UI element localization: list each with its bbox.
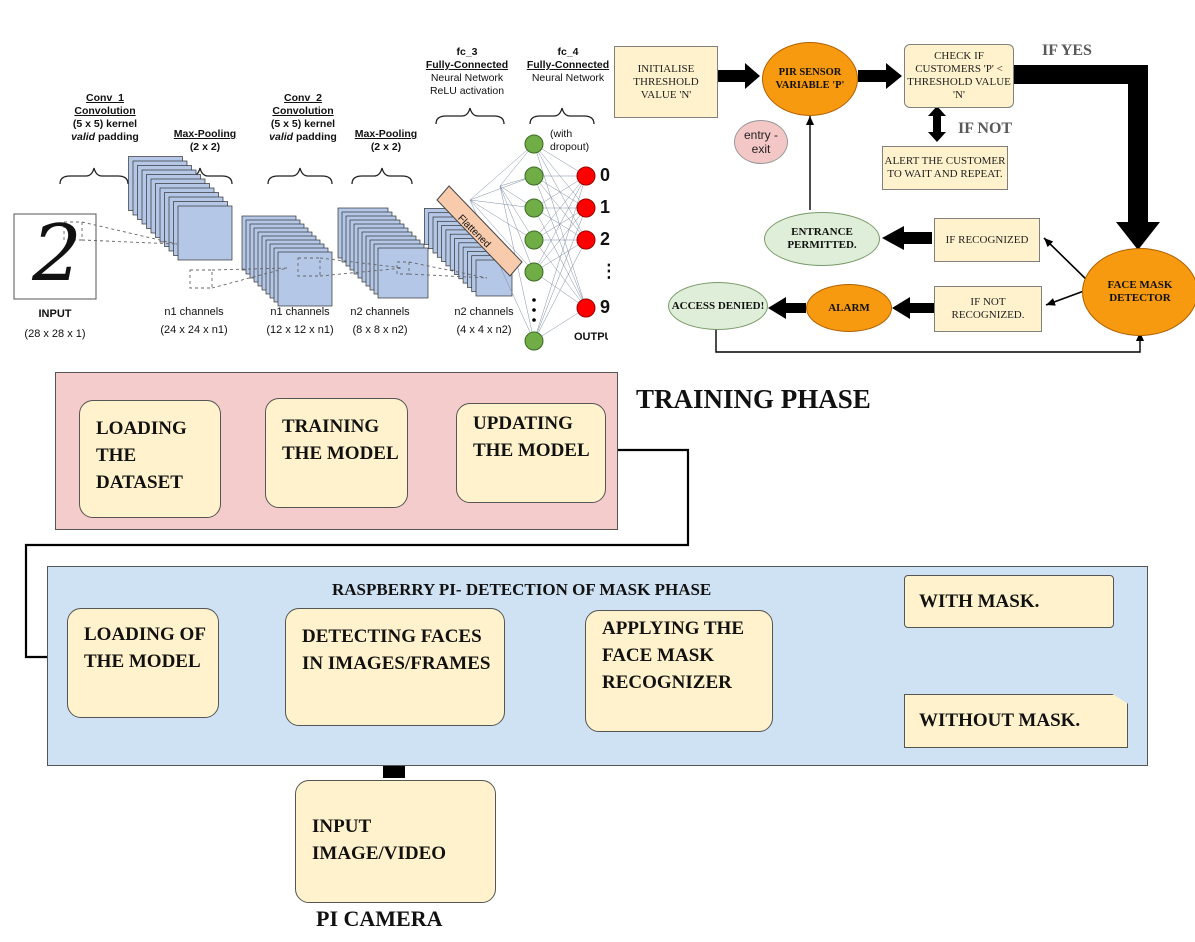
fc-connection: [533, 239, 587, 273]
fc-connection: [533, 239, 587, 342]
output-class-label: 1: [600, 197, 610, 217]
output-class-label: 0: [600, 165, 610, 185]
fc-connection: [533, 207, 587, 273]
output-class-label: 2: [600, 229, 610, 249]
fc3-label: fc_3 Fully-Connected Neural Network ReLU…: [425, 46, 509, 97]
input-dims: (28 x 28 x 1): [24, 328, 86, 340]
input-label: INPUT: [38, 308, 72, 320]
ch4-dims: (4 x 4 x n2): [456, 324, 512, 336]
ch3-dims: (8 x 8 x n2): [352, 324, 408, 336]
alarm-node: ALARM: [806, 284, 892, 332]
detection-phase-title: RASPBERRY PI- DETECTION OF MASK PHASE: [332, 580, 712, 599]
hidden-node: [524, 331, 544, 351]
arrow-check-alert-double: [928, 106, 946, 142]
if-not-label: IF NOT: [958, 120, 1013, 137]
pool1-label: Max-Pooling (2 x 2): [173, 128, 237, 153]
conv2-label: Conv_2 Convolution (5 x 5) kernel valid …: [269, 92, 337, 143]
fc-connection: [533, 175, 587, 309]
output-node: [576, 230, 596, 250]
pi-camera-label: PI CAMERA: [316, 906, 443, 931]
entry-exit-callout: entry -exit: [734, 120, 788, 164]
arrow-alarm-to-denied: [768, 297, 806, 319]
output-node: [576, 298, 596, 318]
fc-connection: [469, 199, 535, 273]
fc4-label: fc_4 Fully-Connected Neural Network: [526, 46, 610, 84]
feature-map-layer: [377, 247, 429, 299]
fc-connection: [533, 175, 587, 241]
ellipsis-dot: [532, 298, 536, 302]
output-node: [576, 166, 596, 186]
arrow-recognized-to-entrance: [882, 226, 932, 250]
dropout-label: (with dropout): [550, 128, 590, 153]
access-denied-node: ACCESS DENIED!: [668, 282, 768, 330]
loading-dataset-box: LOADING THE DATASET: [79, 400, 221, 518]
conv1-label: Conv_1 Convolution (5 x 5) kernel valid …: [71, 92, 139, 143]
arrow-check-to-detector: [1014, 65, 1160, 250]
output-class-label: 9: [600, 297, 610, 317]
face-mask-detector-node: FACE MASK DETECTOR: [1082, 248, 1195, 336]
applying-recognizer-box: APPLYING THE FACE MASK RECOGNIZER: [585, 610, 773, 732]
ch2-dims: (12 x 12 x n1): [266, 324, 334, 336]
fc-connection: [499, 185, 535, 241]
arrow-init-to-pir: [718, 63, 760, 89]
feature-map-layer: [177, 205, 233, 261]
fc-connection: [533, 175, 587, 342]
ch4-name: n2 channels: [454, 306, 514, 318]
feature-map-stacks: [128, 156, 513, 307]
nn-nodes: [524, 134, 596, 351]
check-customers-box: CHECK IF CUSTOMERS 'P' < THRESHOLD VALUE…: [904, 44, 1014, 108]
fc-connection: [533, 175, 587, 209]
hidden-node: [524, 230, 544, 250]
updating-model-box: UPDATING THE MODEL: [456, 403, 606, 503]
fc-connection: [469, 143, 535, 201]
training-phase-title: TRAINING PHASE: [636, 384, 871, 414]
alert-customer-box: ALERT THE CUSTOMER TO WAIT AND REPEAT.: [882, 146, 1008, 190]
ch1-dims: (24 x 24 x n1): [160, 324, 228, 336]
pool2-label: Max-Pooling (2 x 2): [354, 128, 418, 153]
hidden-node: [524, 166, 544, 186]
hidden-node: [524, 134, 544, 154]
fc-connection: [533, 207, 587, 342]
fc-connection: [533, 175, 587, 273]
feature-map-layer: [277, 251, 333, 307]
ch1-name: n1 channels: [164, 306, 224, 318]
fc-connection: [533, 307, 587, 342]
receptive-field-lines: [63, 221, 488, 289]
if-recognized-box: IF RECOGNIZED: [934, 218, 1040, 262]
output-class-label: ⋮: [600, 261, 610, 281]
fc-connection: [469, 175, 535, 201]
loading-model-box: LOADING OF THE MODEL: [67, 608, 219, 718]
without-mask-box: WITHOUT MASK.: [904, 694, 1128, 748]
entrance-permitted-node: ENTRANCE PERMITTED.: [764, 212, 880, 266]
fc-connection: [533, 143, 587, 309]
flattened-bar: [436, 185, 523, 277]
ellipsis-dot: [532, 308, 536, 312]
arrow-pir-to-check: [858, 63, 902, 89]
if-not-recognized-box: IF NOT RECOGNIZED.: [934, 286, 1042, 332]
detecting-faces-box: DETECTING FACES IN IMAGES/FRAMES: [285, 608, 505, 726]
hidden-node: [524, 198, 544, 218]
connector-updating-to-loading-model: [24, 448, 690, 659]
fc-connection: [469, 199, 535, 209]
fc-connection: [469, 199, 535, 241]
output-node: [576, 198, 596, 218]
init-threshold-box: INITIALISE THRESHOLD VALUE 'N': [614, 46, 718, 118]
if-yes-label: IF YES: [1042, 42, 1092, 59]
fc-connection: [533, 143, 587, 177]
input-image-video-box: INPUT IMAGE/VIDEO: [295, 780, 496, 903]
input-digit: 2: [32, 209, 82, 299]
ellipsis-dot: [532, 318, 536, 322]
arrow-notrecognized-to-alarm: [892, 297, 934, 319]
hidden-node: [524, 262, 544, 282]
output-label: OUTPUT: [574, 331, 608, 343]
ch2-name: n1 channels: [270, 306, 330, 318]
ch3-name: n2 channels: [350, 306, 410, 318]
training-model-box: TRAINING THE MODEL: [265, 398, 408, 508]
fc-connection: [499, 185, 535, 273]
pir-sensor-node: PIR SENSOR VARIABLE 'P': [762, 42, 858, 116]
with-mask-box: WITH MASK.: [904, 575, 1114, 628]
